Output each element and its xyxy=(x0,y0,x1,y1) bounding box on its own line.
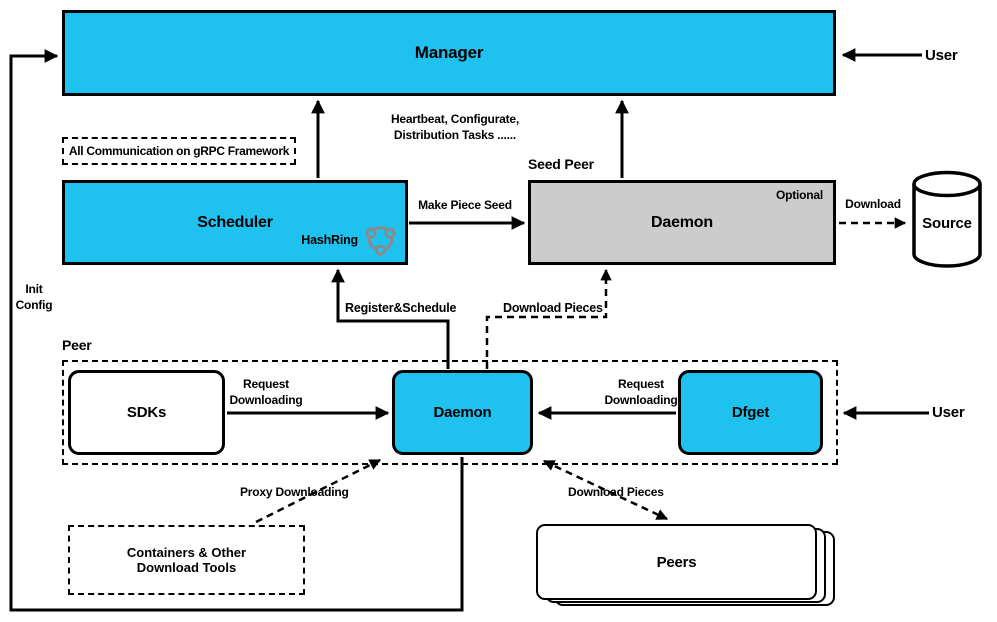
peers-label: Peers xyxy=(656,553,697,571)
manager-node: Manager xyxy=(62,10,836,96)
dfget-node: Dfget xyxy=(678,370,823,455)
containers-line2: Download Tools xyxy=(136,560,237,575)
request-downloading-dfget-line1: Request xyxy=(618,377,664,391)
request-downloading-sdks-line2: Downloading xyxy=(229,392,303,407)
seed-daemon-node: Optional Daemon xyxy=(528,180,836,265)
edge-register-schedule xyxy=(331,268,450,369)
grpc-note: All Communication on gRPC Framework xyxy=(62,137,296,165)
containers-line1: Containers & Other xyxy=(126,545,247,560)
scheduler-label: Scheduler xyxy=(197,213,273,231)
hashring-badge: HashRing xyxy=(301,223,397,256)
request-downloading-dfget-line2: Downloading xyxy=(604,392,678,407)
manager-label: Manager xyxy=(414,43,484,62)
hashring-icon xyxy=(365,226,396,256)
download-pieces-seed-label: Download Pieces xyxy=(503,301,603,315)
source-cylinder-icon xyxy=(912,170,982,268)
optional-label: Optional xyxy=(775,188,823,202)
edge-download-pieces-seed xyxy=(485,268,612,369)
manager-tasks-line2: Distribution Tasks ...... xyxy=(393,127,517,142)
peer-daemon-label: Daemon xyxy=(433,404,492,421)
user-top-label: User xyxy=(925,47,958,64)
user-peer-label: User xyxy=(932,404,965,421)
make-piece-seed-label: Make Piece Seed xyxy=(418,198,512,212)
hashring-label: HashRing xyxy=(301,232,358,247)
manager-tasks-note: Heartbeat, Configurate, Distribution Tas… xyxy=(370,112,540,143)
sdks-label: SDKs xyxy=(126,404,167,421)
scheduler-node: Scheduler HashRing xyxy=(62,180,408,265)
peer-group-label: Peer xyxy=(62,337,92,353)
download-source-label: Download xyxy=(845,197,901,211)
source-label: Source xyxy=(922,215,972,232)
download-pieces-peers-label: Download Pieces xyxy=(568,485,664,499)
seed-daemon-label: Daemon xyxy=(651,213,713,231)
seed-peer-group-label: Seed Peer xyxy=(528,156,594,172)
init-config-line2: Config xyxy=(15,297,53,312)
proxy-downloading-label: Proxy Downloading xyxy=(240,485,349,499)
request-downloading-dfget-label: Request Downloading xyxy=(601,377,681,408)
grpc-note-label: All Communication on gRPC Framework xyxy=(68,144,290,158)
register-schedule-label: Register&Schedule xyxy=(345,301,457,315)
request-downloading-sdks-label: Request Downloading xyxy=(226,377,306,408)
sdks-node: SDKs xyxy=(68,370,225,455)
peer-daemon-node: Daemon xyxy=(392,370,533,455)
init-config-line1: Init xyxy=(25,282,43,296)
dfget-label: Dfget xyxy=(731,404,770,421)
request-downloading-sdks-line1: Request xyxy=(243,377,289,391)
init-config-label: Init Config xyxy=(8,282,60,313)
containers-node: Containers & Other Download Tools xyxy=(68,525,305,595)
peers-node: Peers xyxy=(536,524,817,600)
manager-tasks-line1: Heartbeat, Configurate, xyxy=(390,112,520,126)
